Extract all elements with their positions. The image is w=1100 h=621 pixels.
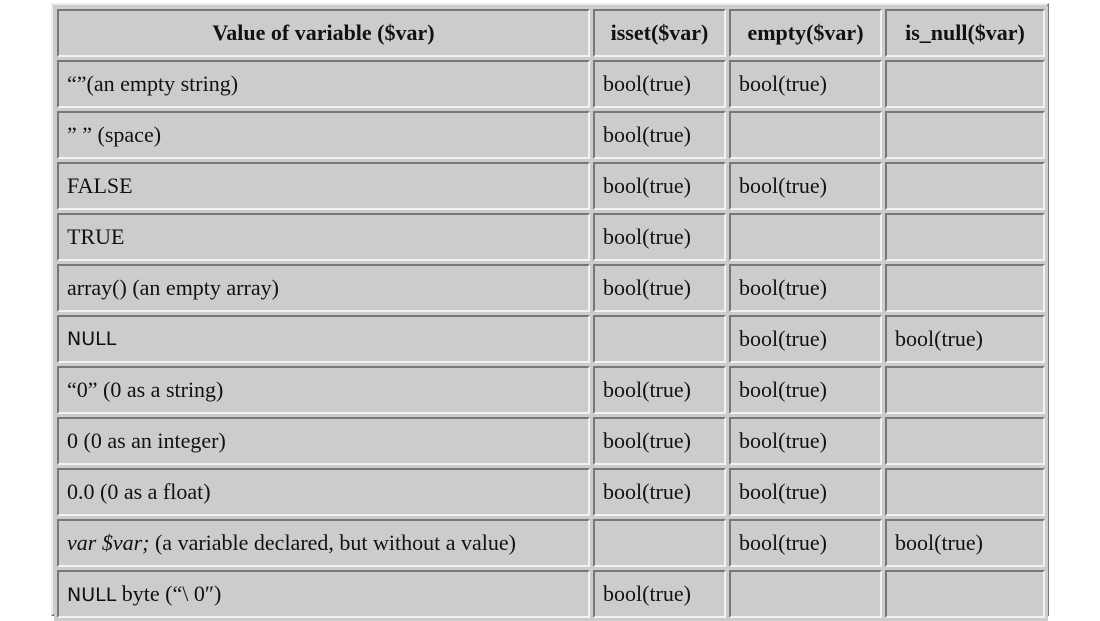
cell-empty: bool(true) <box>729 315 882 363</box>
cell-is-null <box>885 162 1045 210</box>
cell-is-null <box>885 111 1045 159</box>
cell-isset: bool(true) <box>593 366 726 414</box>
cell-is-null: bool(true) <box>885 519 1045 567</box>
table-header-row: Value of variable ($var) isset($var) emp… <box>57 9 1045 57</box>
cell-empty: bool(true) <box>729 366 882 414</box>
value-description: (a variable declared, but without a valu… <box>149 530 516 555</box>
cell-value: var $var; (a variable declared, but with… <box>57 519 590 567</box>
cell-is-null <box>885 570 1045 618</box>
table-row: TRUE bool(true) <box>57 213 1045 261</box>
cell-empty: bool(true) <box>729 519 882 567</box>
header-empty: empty($var) <box>729 9 882 57</box>
cell-empty: bool(true) <box>729 162 882 210</box>
value-description: byte (“\ 0″) <box>116 581 222 606</box>
cell-value: “”(an empty string) <box>57 60 590 108</box>
cell-value: TRUE <box>57 213 590 261</box>
cell-isset: bool(true) <box>593 417 726 465</box>
table-row: var $var; (a variable declared, but with… <box>57 519 1045 567</box>
value-code: var $var; <box>67 530 150 555</box>
table-row: “”(an empty string) bool(true) bool(true… <box>57 60 1045 108</box>
cell-empty <box>729 111 882 159</box>
header-isset: isset($var) <box>593 9 726 57</box>
cell-is-null <box>885 468 1045 516</box>
cell-empty: bool(true) <box>729 60 882 108</box>
php-comparison-table-frame: Value of variable ($var) isset($var) emp… <box>51 3 1049 621</box>
cell-isset: bool(true) <box>593 213 726 261</box>
cell-isset <box>593 315 726 363</box>
cell-isset: bool(true) <box>593 264 726 312</box>
cell-is-null: bool(true) <box>885 315 1045 363</box>
header-is-null: is_null($var) <box>885 9 1045 57</box>
table-row: NULL byte (“\ 0″) bool(true) <box>57 570 1045 618</box>
cell-isset: bool(true) <box>593 468 726 516</box>
cell-isset: bool(true) <box>593 570 726 618</box>
cell-empty: bool(true) <box>729 468 882 516</box>
cell-is-null <box>885 60 1045 108</box>
cell-value: FALSE <box>57 162 590 210</box>
table-row: NULL bool(true) bool(true) <box>57 315 1045 363</box>
cell-value: 0.0 (0 as a float) <box>57 468 590 516</box>
table-row: FALSE bool(true) bool(true) <box>57 162 1045 210</box>
cell-empty <box>729 570 882 618</box>
cell-is-null <box>885 264 1045 312</box>
cell-value: NULL byte (“\ 0″) <box>57 570 590 618</box>
table-row: ” ” (space) bool(true) <box>57 111 1045 159</box>
cell-value: ” ” (space) <box>57 111 590 159</box>
cell-empty <box>729 213 882 261</box>
cell-isset: bool(true) <box>593 111 726 159</box>
cell-empty: bool(true) <box>729 417 882 465</box>
value-code: NULL <box>67 584 117 606</box>
table-row: 0 (0 as an integer) bool(true) bool(true… <box>57 417 1045 465</box>
table-row: 0.0 (0 as a float) bool(true) bool(true) <box>57 468 1045 516</box>
cell-value: NULL <box>57 315 590 363</box>
cell-value: array() (an empty array) <box>57 264 590 312</box>
cell-is-null <box>885 366 1045 414</box>
cell-is-null <box>885 213 1045 261</box>
header-value: Value of variable ($var) <box>57 9 590 57</box>
cell-isset <box>593 519 726 567</box>
table-row: “0” (0 as a string) bool(true) bool(true… <box>57 366 1045 414</box>
cell-is-null <box>885 417 1045 465</box>
cell-isset: bool(true) <box>593 60 726 108</box>
cell-value: “0” (0 as a string) <box>57 366 590 414</box>
cell-isset: bool(true) <box>593 162 726 210</box>
php-comparison-table: Value of variable ($var) isset($var) emp… <box>54 6 1048 621</box>
table-row: array() (an empty array) bool(true) bool… <box>57 264 1045 312</box>
cell-value: 0 (0 as an integer) <box>57 417 590 465</box>
cell-empty: bool(true) <box>729 264 882 312</box>
